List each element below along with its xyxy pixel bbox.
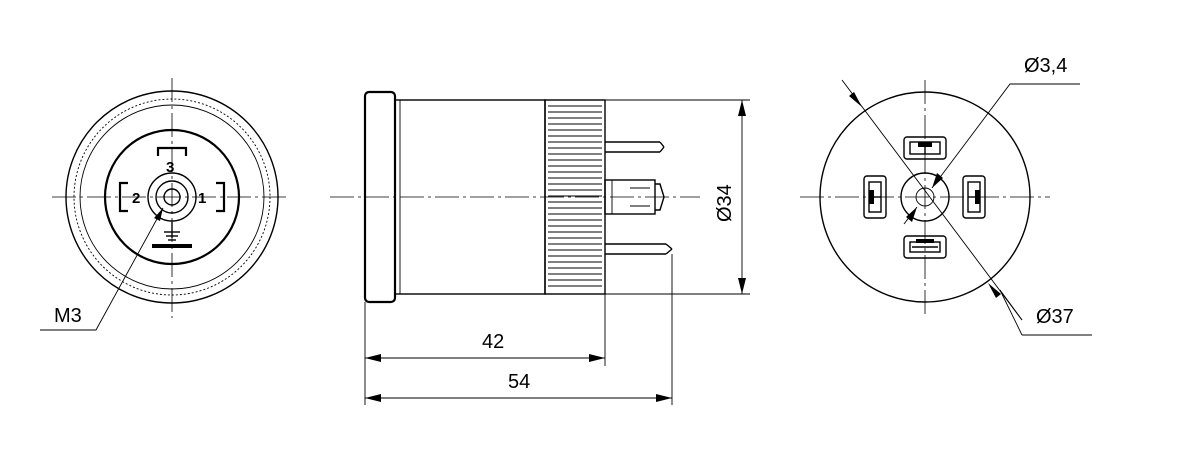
- side-view: 42 54 Ø34: [330, 90, 750, 405]
- pin-center-tip: [655, 183, 665, 211]
- pin-3-label: 3: [166, 159, 174, 176]
- dim-42-arrow-left: [365, 354, 381, 362]
- thread-leader-line: [40, 207, 164, 331]
- dim-3-4-label: Ø3,4: [1024, 55, 1067, 77]
- dim-3-4-arrow: [932, 173, 943, 188]
- dim-37-arrow-bottom: [988, 283, 1001, 298]
- rear-outer-circle: [819, 91, 1031, 303]
- rear-center-boss: [900, 172, 950, 222]
- front-socket-face: [103, 128, 241, 266]
- dim-42-label: 42: [482, 331, 504, 353]
- ribbed-section-ribs: [548, 105, 602, 287]
- dim-54-arrow-left: [365, 394, 381, 402]
- dim-34-arrow-bottom: [738, 278, 746, 294]
- contact-2-bracket: [118, 181, 128, 213]
- terminal-left: [863, 175, 887, 219]
- front-knurled-ring: [73, 98, 271, 296]
- pin-lower: [605, 243, 673, 255]
- earth-symbol-icon: [152, 222, 192, 248]
- dim-54-arrow-right: [656, 394, 672, 402]
- dim-34-arrow-top: [738, 100, 746, 116]
- dim-3-4-arrow-2: [906, 207, 917, 222]
- front-inner-ring: [79, 104, 265, 290]
- pin-1-label: 1: [198, 190, 206, 207]
- rear-center-hole: [915, 187, 935, 207]
- front-view: 2 1 3 M3: [40, 78, 290, 331]
- pin-center-housing: [604, 179, 656, 215]
- dim-37-leader-2: [999, 289, 1023, 336]
- dim-37-arrow-top: [849, 92, 862, 107]
- rear-view: Ø37 Ø3,4: [800, 55, 1092, 336]
- contact-3-bracket: [156, 146, 188, 156]
- dim-37-label: Ø37: [1036, 306, 1074, 328]
- dim-54-label: 54: [508, 371, 530, 393]
- contact-1-bracket: [216, 181, 226, 213]
- dim-42-arrow-right: [589, 354, 605, 362]
- pin-center: [604, 179, 665, 215]
- thread-leader-arrow: [154, 208, 163, 221]
- pin-upper: [605, 141, 665, 153]
- thread-label: M3: [54, 305, 82, 327]
- terminal-top: [903, 136, 947, 160]
- center-boss-outer: [147, 172, 197, 222]
- front-outer-ring: [65, 90, 279, 304]
- dim-37-leader: [999, 289, 1023, 321]
- terminal-bottom: [903, 235, 947, 259]
- center-boss-mid: [155, 180, 189, 214]
- center-hole: [163, 188, 181, 206]
- terminal-right: [962, 175, 986, 219]
- pin-2-label: 2: [132, 190, 140, 207]
- dim-37-line: [841, 79, 1023, 321]
- dim-34-label: Ø34: [714, 184, 736, 222]
- dim-3-4-leader: [931, 83, 1080, 189]
